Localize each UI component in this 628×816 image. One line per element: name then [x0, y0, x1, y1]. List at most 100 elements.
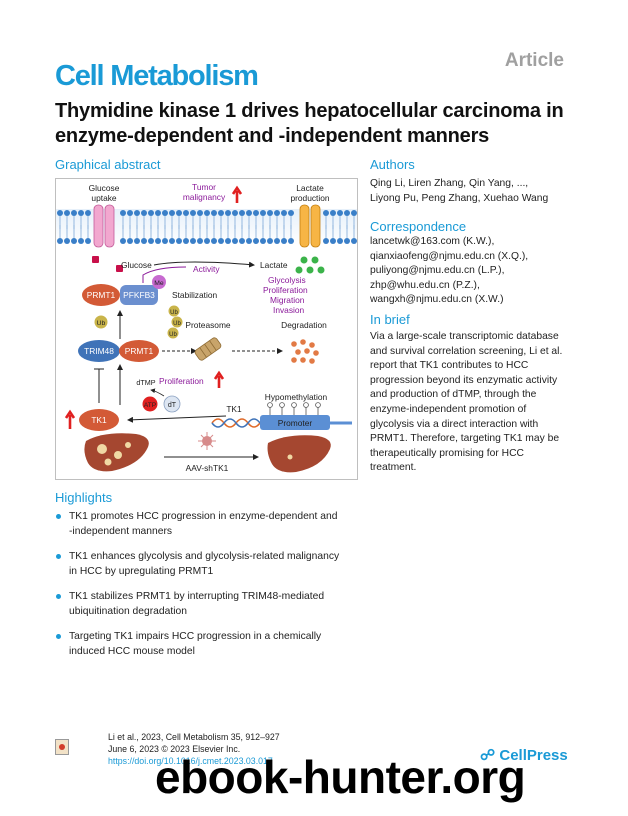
pfkfb3-protein: [120, 285, 158, 305]
lipid-head: [204, 210, 210, 216]
ub-label: Ub: [97, 320, 106, 327]
transcription-arrow: [127, 415, 227, 423]
migration-label: Migration: [270, 295, 305, 305]
lipid-head: [239, 238, 245, 244]
lipid-head: [253, 238, 259, 244]
doi-link[interactable]: https://doi.org/10.1016/j.cmet.2023.03.0…: [108, 756, 273, 766]
lactate-transporter: [299, 204, 321, 248]
prmt1-label-2: PRMT1: [125, 346, 154, 356]
ub-label: Ub: [169, 332, 177, 338]
proteasome-label: Proteasome: [185, 320, 230, 330]
promoter-label: Promoter: [278, 418, 313, 428]
lipid-head: [330, 238, 336, 244]
lipid-head: [218, 210, 224, 216]
watermark-text: ebook-hunter.org: [155, 751, 526, 803]
lipid-head: [344, 238, 350, 244]
lactate-molecule: [306, 266, 314, 274]
footer-citation: Li et al., 2023, Cell Metabolism 35, 912…: [108, 732, 280, 766]
tk1-protein-label: TK1: [91, 415, 107, 425]
lipid-head: [85, 210, 91, 216]
stabilization-label: Stabilization: [172, 290, 218, 300]
lipid-head: [127, 238, 133, 244]
lipid-head: [162, 210, 168, 216]
correspondence-heading: Correspondence: [370, 219, 467, 234]
healthy-liver-icon: [267, 435, 331, 473]
lipid-head: [148, 210, 154, 216]
dt-label: dT: [168, 402, 177, 409]
lipid-head: [232, 238, 238, 244]
graphical-abstract-heading: Graphical abstract: [55, 157, 161, 172]
lipid-head: [78, 210, 84, 216]
glucose-label: Glucose: [121, 260, 152, 270]
activity-label: Activity: [193, 264, 220, 274]
journal-name[interactable]: Cell Metabolism: [55, 60, 259, 92]
lipid-head: [281, 238, 287, 244]
lipid-head: [232, 210, 238, 216]
lipid-head: [288, 210, 294, 216]
highlight-item: TK1 promotes HCC progression in enzyme-d…: [55, 509, 360, 539]
lipid-head: [120, 238, 126, 244]
graphical-abstract: Glucose uptake Tumor malignancy Lactate …: [55, 178, 358, 480]
lipid-head: [141, 238, 147, 244]
prmt1-label: PRMT1: [87, 290, 116, 300]
up-arrow-proliferation: [213, 370, 225, 388]
ub-label: Ub: [173, 321, 181, 327]
lipid-head: [204, 238, 210, 244]
up-arrow-tk1: [64, 409, 76, 429]
ubiquitin: [167, 327, 179, 339]
authors-line[interactable]: Qing Li, Liren Zhang, Qin Yang, ...,: [370, 178, 529, 189]
prmt1-protein: [82, 284, 120, 306]
ubiquitin: [168, 305, 180, 317]
trim48-label: TRIM48: [84, 346, 114, 356]
authors-list: Qing Li, Liren Zhang, Qin Yang, ..., Liy…: [370, 177, 548, 206]
glucose-molecule: [116, 265, 123, 272]
lipid-head: [337, 238, 343, 244]
lipid-head: [169, 238, 175, 244]
ubiquitin: [171, 316, 183, 328]
lipid-head: [78, 238, 84, 244]
atp-label: ATP: [144, 402, 156, 409]
bullet-icon: [56, 514, 61, 519]
authors-line[interactable]: Liyong Pu, Peng Zhang, Xuehao Wang: [370, 192, 549, 204]
lipid-head: [64, 210, 70, 216]
methyl-label: Me: [154, 280, 164, 287]
hypomethylation-label: Hypomethylation: [265, 392, 328, 402]
lipid-head: [239, 210, 245, 216]
email-line[interactable]: puliyong@njmu.edu.cn (L.P.),: [370, 265, 505, 277]
bullet-icon: [56, 634, 61, 639]
trim48-protein: [78, 340, 120, 362]
lipid-head: [71, 238, 77, 244]
email-line[interactable]: wangxh@njmu.edu.cn (X.W.): [370, 294, 504, 306]
tk1-gene-label: TK1: [226, 404, 242, 414]
lipid-head: [155, 210, 161, 216]
correspondence-list: lancetwk@163.com (K.W.), qianxiaofeng@nj…: [370, 235, 528, 308]
email-line[interactable]: qianxiaofeng@njmu.edu.cn (X.Q.),: [370, 250, 529, 262]
promoter-region: [260, 415, 330, 430]
glucose-uptake-label-2: uptake: [91, 193, 116, 203]
email-line[interactable]: lancetwk@163.com (K.W.),: [370, 236, 495, 247]
lipid-head: [183, 238, 189, 244]
lipid-head: [176, 238, 182, 244]
lipid-head: [344, 210, 350, 216]
lipid-head: [190, 238, 196, 244]
lipid-head: [351, 238, 357, 244]
atp-molecule: [142, 396, 158, 412]
highlight-item: TK1 stabilizes PRMT1 by interrupting TRI…: [55, 589, 360, 619]
activity-arrow: [142, 266, 187, 283]
lipid-head: [141, 210, 147, 216]
email-line[interactable]: zhp@whu.edu.cn (P.Z.),: [370, 279, 480, 291]
lactate-molecule: [311, 256, 319, 264]
degradation-label: Degradation: [281, 320, 327, 330]
lipid-head: [330, 210, 336, 216]
lipid-head: [351, 210, 357, 216]
lipid-head: [246, 238, 252, 244]
tk1-protein: [79, 409, 119, 431]
methyl-lollipops: [267, 402, 321, 415]
virus-icon: [198, 432, 216, 450]
glycolysis-label: Glycolysis: [268, 275, 306, 285]
lipid-head: [57, 238, 63, 244]
journal-cover-thumbnail[interactable]: [55, 739, 69, 755]
lipid-head: [246, 210, 252, 216]
article-type-label: Article: [504, 50, 564, 71]
lactate-production-label-2: production: [290, 193, 329, 203]
